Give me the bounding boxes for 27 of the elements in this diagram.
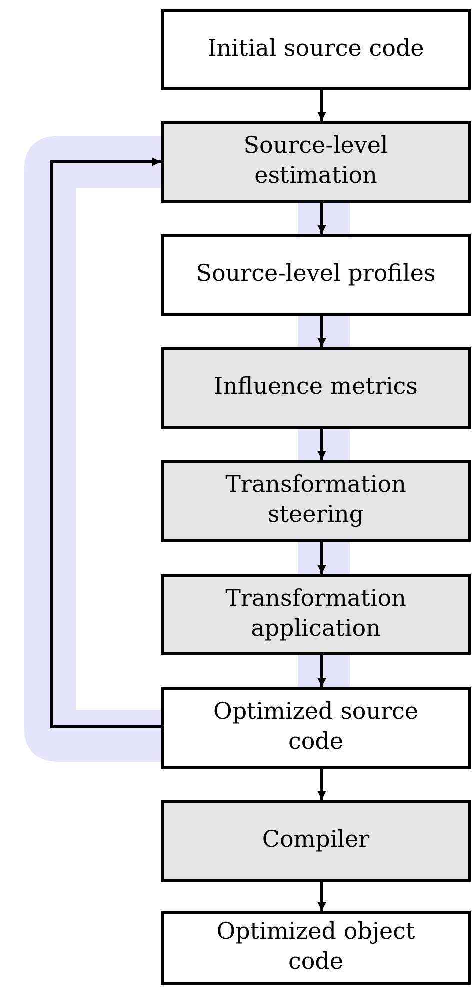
process-box — [161, 234, 471, 316]
arrow — [318, 429, 326, 460]
box-label: Source-level estimation — [242, 132, 390, 191]
process-box — [161, 347, 471, 429]
box-label: Influence metrics — [214, 373, 418, 402]
box-label: Source-level profiles — [196, 260, 436, 290]
box-label: Optimized source code — [212, 698, 420, 757]
arrow — [318, 203, 326, 234]
box-label: Transformation steering — [224, 471, 408, 530]
box-label: Initial source code — [208, 34, 424, 64]
process-box — [161, 460, 471, 542]
box-label: Optimized object code — [216, 918, 416, 977]
box-label: Compiler — [262, 826, 370, 856]
arrow — [318, 90, 326, 121]
process-box — [161, 911, 471, 985]
process-box — [161, 574, 471, 655]
arrow — [318, 882, 326, 911]
arrow — [318, 769, 326, 800]
arrow — [50, 158, 161, 728]
process-box — [161, 800, 471, 882]
arrow — [318, 316, 326, 347]
arrow — [318, 542, 326, 574]
process-box — [161, 687, 471, 769]
process-box — [161, 121, 471, 203]
arrow — [318, 655, 326, 687]
process-box — [161, 9, 471, 90]
box-label: Transformation application — [224, 584, 408, 644]
